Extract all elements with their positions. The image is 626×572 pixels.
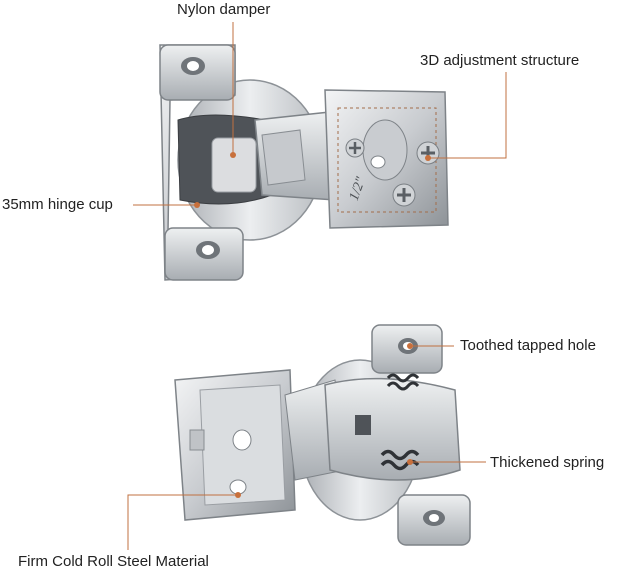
label-toothed-tapped-hole: Toothed tapped hole: [460, 337, 596, 354]
adjustment-screw: [345, 138, 365, 158]
label-35mm-hinge-cup: 35mm hinge cup: [2, 196, 113, 213]
label-thickened-spring: Thickened spring: [490, 454, 605, 471]
callout-line-adjustment: [428, 72, 507, 159]
nylon-damper: [211, 137, 257, 193]
bottom-hinge: [174, 324, 471, 546]
label-3d-adjustment-structure: 3D adjustment structure: [420, 52, 580, 69]
label-firm-cold-roll-steel: Firm Cold Roll Steel Material: [18, 553, 209, 570]
spring: [386, 373, 420, 391]
callout-line-steel: [127, 494, 238, 550]
top-hinge: 1/2": [159, 44, 449, 281]
callouts: [127, 22, 507, 550]
callout-dots: [194, 152, 431, 498]
adjustment-screw: [392, 183, 416, 207]
label-nylon-damper: Nylon damper: [177, 1, 271, 18]
